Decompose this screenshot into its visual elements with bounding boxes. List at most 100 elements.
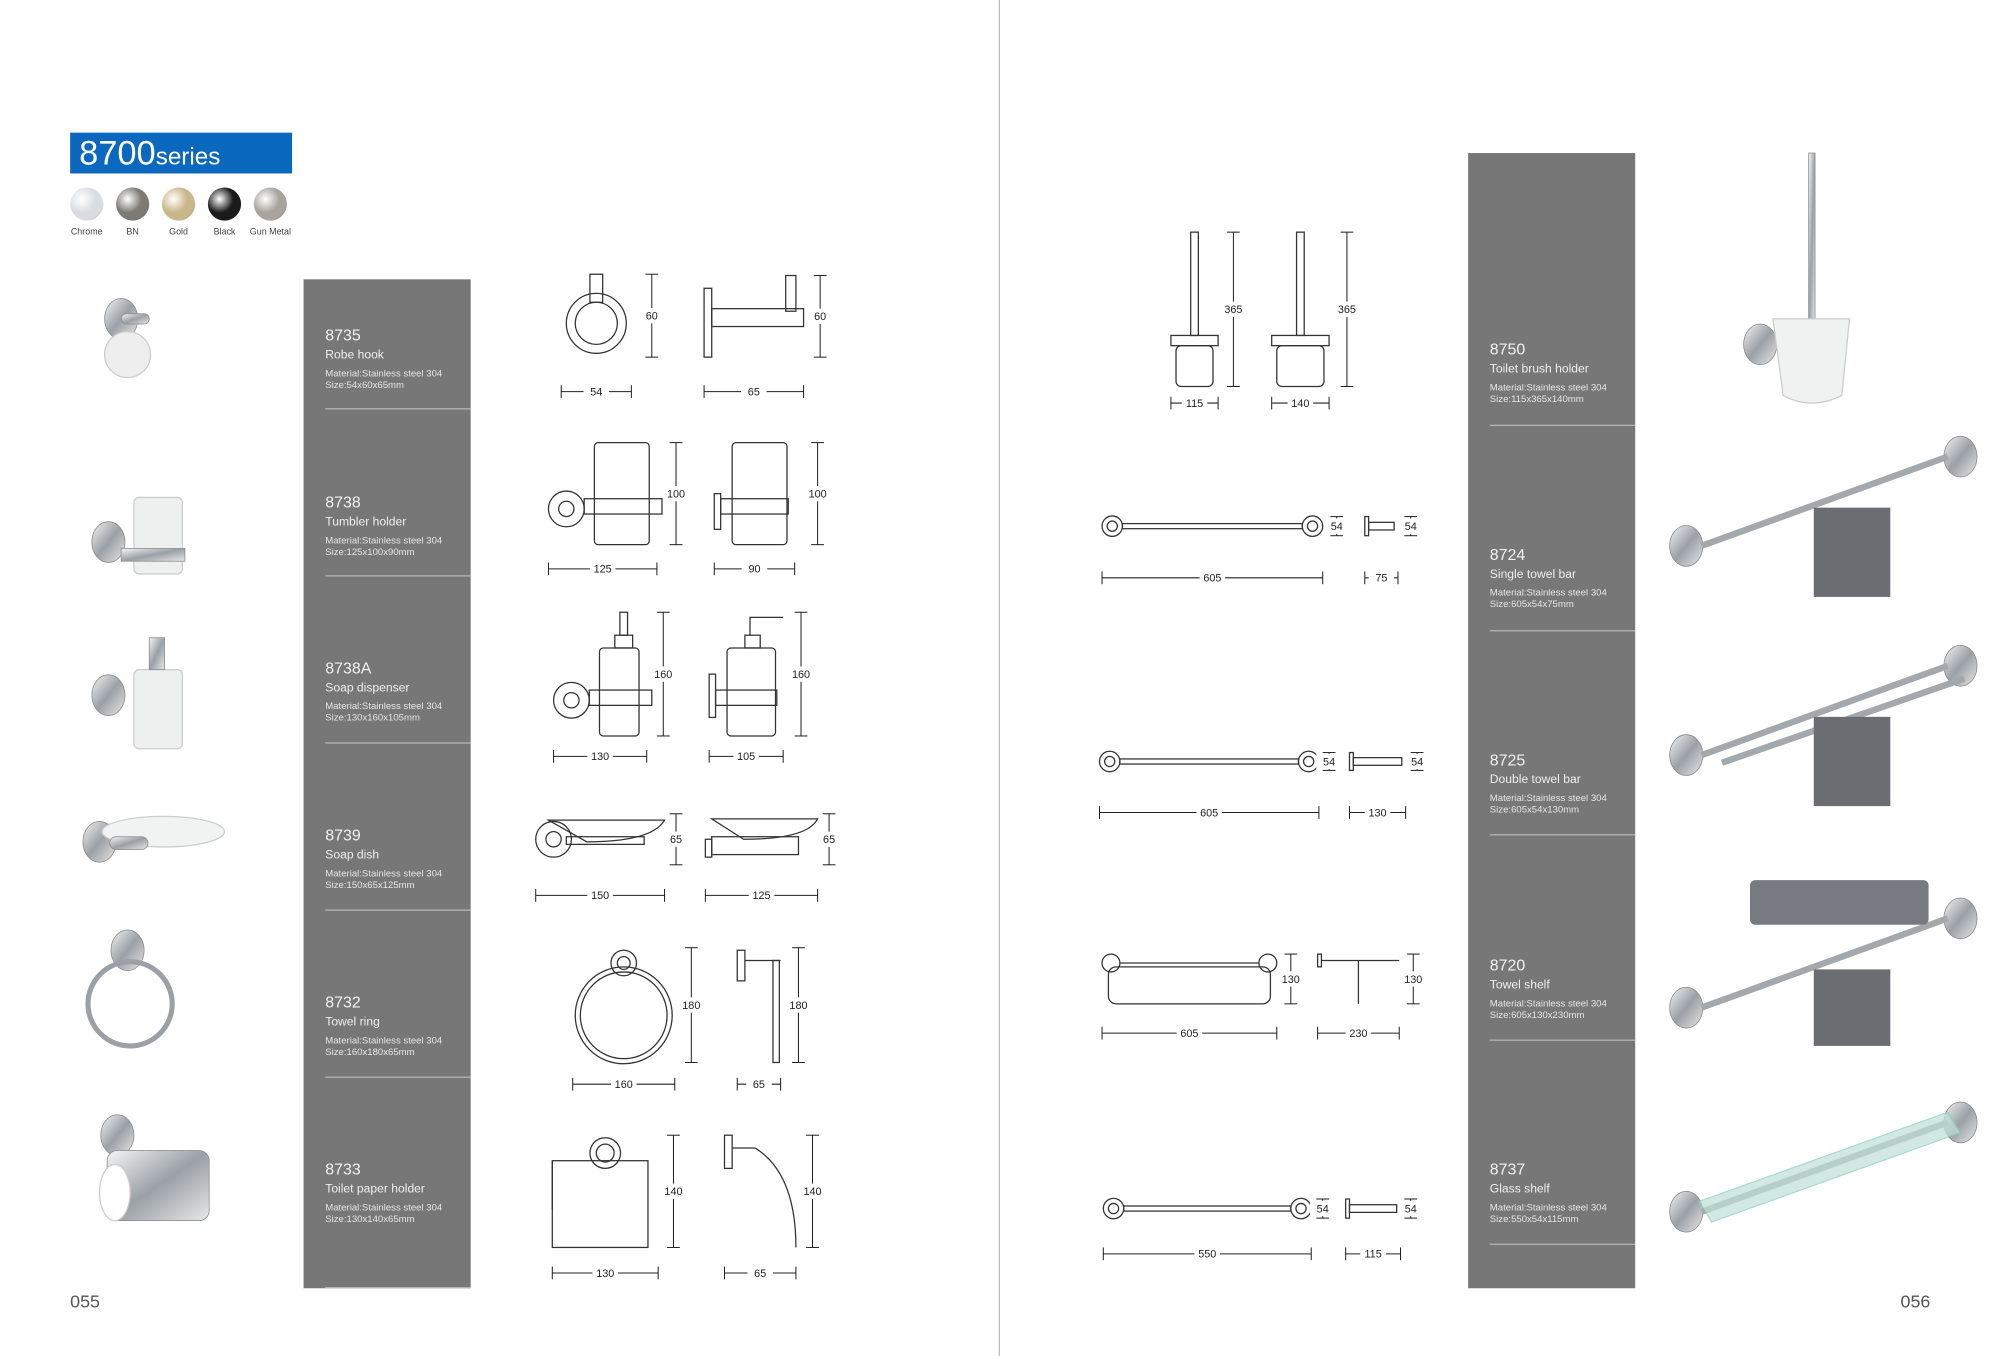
dimension-label: 65 — [670, 834, 682, 846]
dimension-label: 90 — [748, 564, 760, 576]
dimension-label: 130 — [596, 1268, 614, 1280]
dimension-label: 550 — [1198, 1249, 1216, 1261]
page-number-left: 055 — [70, 1290, 100, 1312]
dimension-label: 150 — [591, 890, 609, 902]
product-code: 8737 — [1489, 1160, 1526, 1179]
series-banner: 8700 series — [70, 132, 293, 174]
dimension-label: 605 — [1203, 573, 1221, 585]
product-material: Material:Stainless steel 304 — [325, 1201, 443, 1214]
spec-separator — [1489, 1243, 1636, 1245]
dimension-label: 125 — [752, 890, 770, 902]
dimension-label: 130 — [591, 751, 609, 763]
dimension-label: 65 — [753, 1079, 765, 1091]
drawing-8732-front: 180 160 — [572, 947, 705, 1092]
drawing-8738A-front: 160 130 — [552, 611, 677, 765]
dimension-label: 100 — [667, 488, 685, 500]
product-photo-8733 — [98, 1114, 210, 1222]
dimension-label: 180 — [682, 1000, 700, 1012]
product-name: Soap dispenser — [325, 681, 410, 696]
product-name: Soap dish — [325, 848, 380, 863]
product-code: 8724 — [1489, 545, 1526, 564]
spec-separator — [1489, 1039, 1636, 1041]
product-code: 8738 — [325, 493, 361, 512]
dimension-label: 115 — [1186, 398, 1203, 410]
product-name: Double towel bar — [1489, 772, 1581, 787]
product-material: Material:Stainless steel 304 — [325, 367, 443, 379]
dimension-label: 54 — [1405, 521, 1417, 533]
product-code: 8750 — [1489, 340, 1526, 359]
dimension-label: 54 — [590, 386, 602, 398]
dimension-label: 180 — [789, 1000, 807, 1012]
finish-swatch-bn — [116, 187, 150, 221]
dimension-label: 160 — [615, 1079, 633, 1091]
spec-separator — [325, 408, 471, 410]
product-code: 8732 — [325, 993, 361, 1012]
product-size: Size:130x160x105mm — [325, 711, 420, 723]
dimension-label: 605 — [1200, 807, 1218, 819]
product-name: Towel ring — [325, 1015, 380, 1030]
spec-separator — [1489, 630, 1636, 632]
finish-label: Gold — [169, 228, 188, 238]
dimension-label: 160 — [792, 669, 810, 681]
product-material: Material:Stainless steel 304 — [1489, 792, 1607, 804]
spec-separator — [1489, 424, 1636, 427]
product-name: Tumbler holder — [325, 515, 407, 530]
finish-label: BN — [126, 228, 139, 238]
product-material: Material:Stainless steel 304 — [325, 1034, 443, 1046]
dimension-label: 75 — [1375, 573, 1387, 585]
product-material: Material:Stainless steel 304 — [325, 867, 443, 879]
spec-separator — [1489, 834, 1636, 836]
series-number: 8700 — [79, 133, 156, 173]
product-code: 8739 — [325, 826, 361, 845]
dimension-label: 60 — [646, 311, 658, 323]
dimension-label: 54 — [1323, 756, 1335, 768]
product-photo-8720 — [1669, 880, 1978, 1046]
finish-swatch-black — [207, 187, 242, 221]
dimension-label: 54 — [1331, 521, 1343, 533]
finish-label: Chrome — [70, 228, 103, 238]
dimension-label: 140 — [1291, 398, 1309, 410]
product-size: Size:550x54x115mm — [1489, 1212, 1579, 1224]
dimension-label: 605 — [1180, 1028, 1198, 1040]
dimension-label: 230 — [1349, 1028, 1367, 1040]
spec-separator — [325, 909, 471, 911]
product-code: 8720 — [1489, 956, 1526, 975]
product-material: Material:Stainless steel 304 — [1489, 997, 1607, 1009]
drawing-8724-side: 54 75 — [1364, 515, 1424, 586]
product-name: Glass shelf — [1489, 1182, 1550, 1197]
product-photo-8735 — [103, 298, 152, 379]
dimension-label: 65 — [823, 834, 835, 846]
dimension-label: 140 — [803, 1186, 821, 1198]
drawing-8739-front: 65 150 — [535, 813, 689, 904]
finish-swatch-chrome — [70, 187, 104, 221]
dimension-label: 130 — [1282, 974, 1300, 986]
product-code: 8735 — [325, 326, 361, 345]
spec-separator — [325, 575, 471, 577]
spec-separator — [325, 1076, 471, 1078]
product-material: Material:Stainless steel 304 — [1489, 586, 1607, 599]
product-name: Single towel bar — [1489, 567, 1577, 582]
drawing-8750-front: 365 115 — [1170, 231, 1247, 411]
product-name: Robe hook — [325, 348, 384, 363]
product-material: Material:Stainless steel 304 — [325, 700, 443, 712]
drawing-8725-front: 54 605 — [1098, 750, 1342, 821]
product-photo-8725 — [1669, 645, 1978, 807]
series-suffix: series — [155, 144, 221, 171]
product-size: Size:125x100x90mm — [325, 545, 415, 557]
dimension-label: 160 — [654, 669, 672, 681]
dimension-label: 365 — [1224, 304, 1242, 316]
dimension-label: 65 — [754, 1268, 766, 1280]
